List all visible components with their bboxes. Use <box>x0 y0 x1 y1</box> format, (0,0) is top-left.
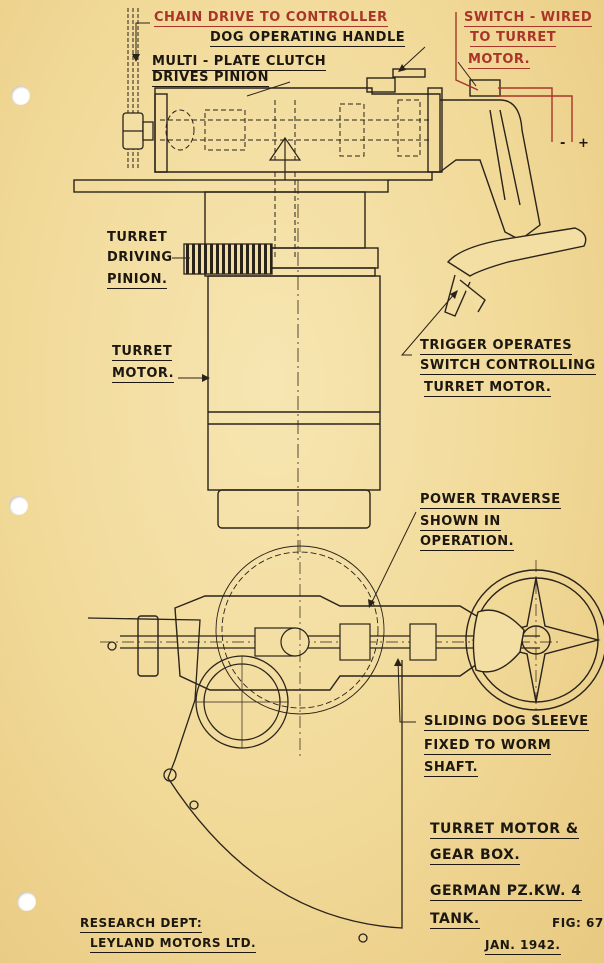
polarity-minus: - <box>560 136 566 151</box>
label-pinion-pinion: PINION. <box>107 272 168 289</box>
handwheel-arm <box>472 609 525 673</box>
label-dog-handle: DOG OPERATING HANDLE <box>210 30 406 47</box>
binder-hole-bottom <box>17 892 36 911</box>
trigger-lever <box>444 227 587 317</box>
label-trigger-3: TURRET MOTOR. <box>424 380 552 397</box>
label-sleeve-1: SLIDING DOG SLEEVE <box>424 714 589 731</box>
label-clutch: MULTI - PLATE CLUTCH <box>152 54 327 71</box>
dept-line-1: RESEARCH DEPT: <box>80 916 203 933</box>
leader-arrowheads <box>132 54 458 666</box>
label-traverse-2: SHOWN IN <box>420 514 501 531</box>
drawing-date: JAN. 1942. <box>485 938 561 955</box>
title-line-1: TURRET MOTOR & <box>430 821 579 839</box>
label-traverse-1: POWER TRAVERSE <box>420 492 561 509</box>
label-motor: MOTOR. <box>468 52 531 69</box>
gearbox-flange-plate <box>87 617 403 943</box>
lower-motor-circle <box>195 655 289 749</box>
label-pinion-turret: TURRET <box>107 230 168 245</box>
binder-hole-top <box>11 86 30 105</box>
label-switch-wired: SWITCH - WIRED <box>464 10 593 27</box>
label-pinion-driving: DRIVING <box>107 250 173 265</box>
label-sleeve-2: FIXED TO WORM <box>424 738 552 755</box>
lower-centerline <box>299 540 537 760</box>
chain-sprocket <box>122 112 154 150</box>
dept-line-2: LEYLAND MOTORS LTD. <box>90 936 257 953</box>
label-trigger-1: TRIGGER OPERATES <box>420 338 573 355</box>
title-line-3: GERMAN PZ.KW. 4 <box>430 883 582 901</box>
motor-column <box>199 191 381 529</box>
turret-pinion-gear <box>183 243 273 275</box>
figure-number: FIG: 67 <box>552 916 604 930</box>
sliding-dog-sleeve <box>254 623 437 661</box>
switch-wiring <box>455 12 573 142</box>
mounting-flange <box>73 172 433 193</box>
top-gearbox-housing <box>154 68 501 173</box>
grip-handle <box>439 99 541 241</box>
label-motor-turret: TURRET <box>112 344 173 361</box>
label-trigger-2: SWITCH CONTROLLING <box>420 358 596 375</box>
label-drives-pinion: DRIVES PINION <box>152 70 269 87</box>
binder-hole-middle <box>9 496 28 515</box>
title-line-4: TANK. <box>430 911 480 929</box>
polarity-plus: + <box>578 136 590 151</box>
label-chain-drive: CHAIN DRIVE TO CONTROLLER <box>154 10 388 27</box>
bevel-pinion <box>268 136 302 180</box>
top-shaft-dashed <box>160 99 430 260</box>
title-line-2: GEAR BOX. <box>430 847 521 865</box>
leader-lines <box>135 22 477 723</box>
label-sleeve-3: SHAFT. <box>424 760 479 777</box>
label-motor-motor: MOTOR. <box>112 366 175 383</box>
label-traverse-3: OPERATION. <box>420 534 515 551</box>
label-to-turret: TO TURRET <box>470 30 557 47</box>
